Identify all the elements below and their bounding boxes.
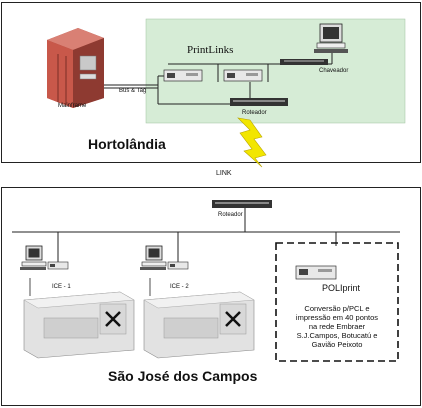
bus-tag-label: Bus & Tag [119,88,147,94]
hortolandia-title: Hortolândia [88,136,166,152]
poliprint-line: Conversão p/PCL e [304,304,370,313]
ice1-workstation [20,245,69,270]
link-bolt [237,117,267,168]
ice2-workstation [140,245,189,270]
mainframe-icon [47,28,104,108]
top-router [230,98,288,106]
top-computer-icon [314,23,348,53]
ice1-label: ICE - 1 [52,284,71,290]
ice1-printer [23,291,135,359]
printlinks-label: PrintLinks [187,44,234,56]
poliprint-description: Conversão p/PCL e impressão em 40 pontos… [280,304,394,349]
poliprint-box [275,242,399,362]
roteador-top-label: Roteador [242,110,267,116]
ice2-printer [143,291,255,359]
poliprint-line: S.J.Campos, Botucatú e [296,331,378,340]
chaveador-switch [280,59,328,65]
roteador-bottom-label: Roteador [218,212,243,218]
mainframe-label: Mainframe [58,103,87,109]
printlink-device-1 [163,69,203,82]
link-label: LINK [216,170,232,177]
sao-jose-title: São José dos Campos [108,368,258,384]
bottom-router [212,200,272,208]
poliprint-line: Gavião Peixoto [311,340,363,349]
chaveador-label: Chaveador [319,68,349,74]
poliprint-line: impressão em 40 pontos [295,313,379,322]
printlink-device-2 [223,69,263,82]
ice2-label: ICE - 2 [170,284,189,290]
poliprint-line: na rede Embraer [308,322,366,331]
poliprint-device [295,265,337,280]
poliprint-label: POLIprint [322,283,361,293]
